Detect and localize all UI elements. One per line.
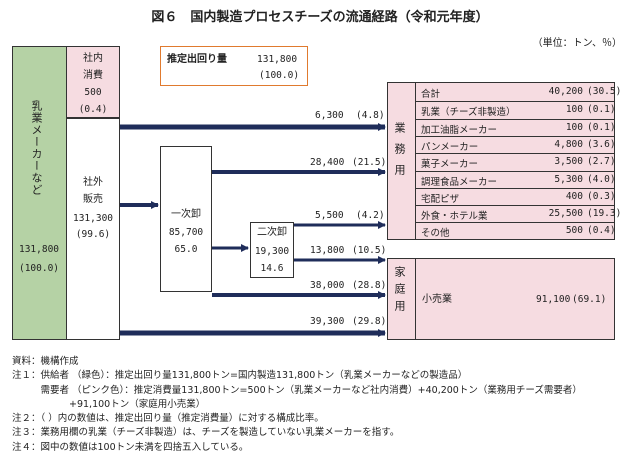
internal-box bbox=[66, 46, 120, 118]
maker-pct: (100.0) bbox=[18, 263, 60, 274]
external-value: 131,300 bbox=[72, 213, 114, 224]
business-row-pct: (4.0) bbox=[587, 173, 616, 185]
estimate-label: 推定出回り量 bbox=[167, 54, 227, 65]
flow-label-3-pct: (4.2) bbox=[356, 210, 385, 221]
external-label2: 販売 bbox=[83, 194, 103, 205]
business-row: 菓子メーカー 3,500 (2.7) bbox=[415, 153, 616, 171]
note-line: 注２：（ ）内の数値は、推定出回り量（推定消費量）に対する構成比率。 bbox=[12, 413, 324, 425]
business-row: 外食・ホテル業 25,500 (19.3) bbox=[415, 205, 621, 223]
business-row-pct: (30.5) bbox=[587, 86, 622, 97]
business-row-pct: (0.3) bbox=[587, 190, 616, 202]
estimate-value: 131,800 bbox=[257, 54, 298, 65]
business-row-pct: (0.1) bbox=[587, 121, 616, 133]
primary-label: 一次卸 bbox=[171, 209, 201, 220]
business-row-value: 100 bbox=[565, 121, 583, 133]
flow-label-4-pct: (10.5) bbox=[352, 245, 387, 256]
primary-value: 85,700 bbox=[168, 227, 204, 238]
household-label: 家庭用 bbox=[393, 266, 406, 317]
household-label-divider bbox=[415, 258, 416, 340]
flow-label-5-value: 38,000 bbox=[310, 280, 345, 291]
business-row: 乳業（チーズ非製造） 100 (0.1) bbox=[415, 101, 616, 119]
business-row-pct: (3.6) bbox=[587, 138, 616, 150]
primary-pct: 65.0 bbox=[174, 244, 198, 255]
flow-label-6-pct: (29.8) bbox=[352, 316, 387, 327]
business-row-value: 500 bbox=[565, 225, 583, 237]
business-row-name: 菓子メーカー bbox=[421, 159, 479, 171]
flow-label-1-pct: (4.8) bbox=[356, 110, 385, 121]
maker-value: 131,800 bbox=[18, 244, 60, 255]
business-box bbox=[387, 82, 615, 240]
secondary-wholesaler-box bbox=[250, 222, 294, 278]
flow-label-5-pct: (28.8) bbox=[352, 280, 387, 291]
flow-label-2-pct: (21.5) bbox=[352, 157, 387, 168]
note-line: +91,100トン（家庭用小売業） bbox=[12, 398, 206, 410]
primary-wholesaler-box bbox=[160, 146, 212, 292]
maker-label: 乳業メーカーなど bbox=[30, 100, 43, 196]
business-row: 加工油脂メーカー 100 (0.1) bbox=[415, 118, 616, 136]
retail-name: 小売業 bbox=[422, 294, 452, 305]
flow-label-3-value: 5,500 bbox=[315, 210, 344, 221]
business-row-value: 25,500 bbox=[548, 208, 583, 220]
business-row-name: 宅配ピザ bbox=[421, 193, 460, 205]
business-row-value: 5,300 bbox=[554, 173, 583, 185]
estimate-pct: (100.0) bbox=[259, 70, 300, 81]
business-label: 業務用 bbox=[393, 122, 406, 185]
business-row-name: パンメーカー bbox=[421, 141, 479, 153]
business-row-value: 400 bbox=[565, 190, 583, 202]
flow-label-6-value: 39,300 bbox=[310, 316, 345, 327]
business-row: 宅配ピザ 400 (0.3) bbox=[415, 187, 616, 205]
estimate-box: 推定出回り量 131,800 (100.0) bbox=[160, 46, 308, 86]
retail-pct: (69.1) bbox=[572, 294, 607, 305]
external-pct: (99.6) bbox=[75, 229, 111, 240]
note-line: 需要者 （ピンク色）：推定消費量131,800トン=500トン（乳業メーカーなど… bbox=[12, 384, 582, 396]
note-line: 注３：業務用欄の乳業（チーズ非製造）は、チーズを製造していない乳業メーカーを指す… bbox=[12, 427, 400, 439]
notes: 資料：機構作成注１：供給者 （緑色）：推定出回り量131,800トン=国内製造1… bbox=[12, 355, 582, 455]
business-row-pct: (0.1) bbox=[587, 104, 616, 116]
unit-label: （単位：トン、％） bbox=[532, 38, 622, 49]
flow-label-4-value: 13,800 bbox=[310, 245, 345, 256]
business-row: その他 500 (0.4) bbox=[415, 222, 616, 240]
retail-value: 91,100 bbox=[536, 294, 571, 305]
internal-pct: (0.4) bbox=[78, 104, 108, 115]
internal-label1: 社内 bbox=[83, 53, 103, 64]
business-row-value: 40,200 bbox=[548, 86, 583, 97]
external-label1: 社外 bbox=[83, 177, 103, 188]
business-row-name: 合計 bbox=[421, 89, 441, 100]
secondary-pct: 14.6 bbox=[260, 263, 284, 274]
business-row-name: 調理食品メーカー bbox=[421, 176, 498, 188]
note-line: 注４：図中の数値は100トン未満を四捨五入している。 bbox=[12, 441, 249, 453]
business-row-value: 3,500 bbox=[554, 156, 583, 168]
external-box bbox=[66, 118, 120, 340]
internal-value: 500 bbox=[84, 87, 102, 98]
business-row-name: その他 bbox=[421, 228, 450, 240]
internal-label2: 消費 bbox=[83, 70, 103, 81]
business-row-pct: (0.4) bbox=[587, 225, 616, 237]
figure-title: 図６ 国内製造プロセスチーズの流通経路（令和元年度） bbox=[151, 10, 489, 25]
business-row-pct: (19.3) bbox=[587, 208, 622, 220]
household-box bbox=[387, 258, 615, 340]
note-line: 資料：機構作成 bbox=[12, 356, 79, 367]
secondary-label: 二次卸 bbox=[257, 227, 287, 238]
business-row: 調理食品メーカー 5,300 (4.0) bbox=[415, 170, 616, 188]
flow-label-1-value: 6,300 bbox=[315, 110, 344, 121]
flow-label-2-value: 28,400 bbox=[310, 157, 345, 168]
business-label-divider bbox=[415, 82, 416, 240]
note-line: 注１：供給者 （緑色）：推定出回り量131,800トン=国内製造131,800ト… bbox=[12, 370, 468, 382]
business-row-value: 4,800 bbox=[554, 138, 583, 150]
business-row-value: 100 bbox=[565, 104, 583, 116]
business-row-name: 加工油脂メーカー bbox=[421, 124, 498, 136]
business-total-row: 合計 40,200 (30.5) bbox=[415, 84, 621, 100]
business-row-name: 外食・ホテル業 bbox=[421, 211, 488, 223]
secondary-value: 19,300 bbox=[254, 246, 290, 257]
business-row-pct: (2.7) bbox=[587, 156, 616, 168]
business-row-name: 乳業（チーズ非製造） bbox=[421, 107, 516, 119]
business-row: パンメーカー 4,800 (3.6) bbox=[415, 135, 616, 153]
